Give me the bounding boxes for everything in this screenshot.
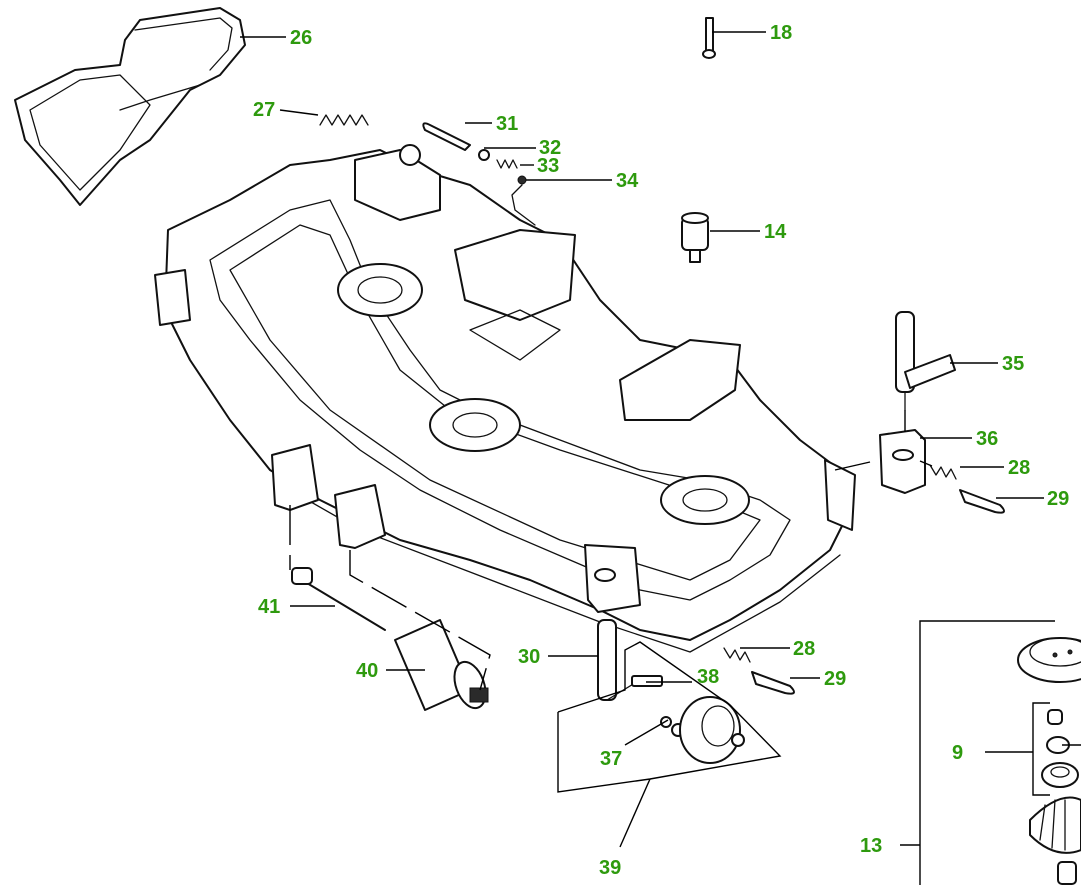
- bearing-set: [1041, 709, 1079, 788]
- discharge-chute: [14, 7, 246, 206]
- callout-36: 36: [976, 428, 998, 450]
- callout-14: 14: [764, 221, 787, 243]
- lynch-pin: [751, 489, 1005, 695]
- adjuster-spring: [723, 464, 957, 663]
- callout-18: 18: [770, 22, 792, 44]
- roller-shaft: [291, 567, 386, 631]
- callout-35: 35: [1002, 353, 1024, 375]
- callout-39: 39: [599, 857, 621, 879]
- callout-31: 31: [496, 113, 518, 135]
- deck-bolt: [702, 17, 716, 59]
- callout-32: 32: [539, 137, 561, 159]
- callout-26: 26: [290, 27, 312, 49]
- callout-13: 13: [860, 835, 882, 857]
- callout-28-upper: 28: [1008, 457, 1030, 479]
- callout-40: 40: [356, 660, 378, 682]
- group-brackets: [289, 410, 1081, 885]
- callout-34: 34: [616, 170, 639, 192]
- hair-pin-clip: [422, 122, 471, 151]
- callout-38: 38: [697, 666, 719, 688]
- arm-bracket: [879, 429, 926, 494]
- callout-37: 37: [600, 748, 622, 770]
- wheel-bolt: [631, 675, 663, 687]
- callout-33: 33: [537, 155, 559, 177]
- callout-labels: 26 18 27 31 32 33 34 14 35 36 28 29 41 4…: [253, 22, 1069, 879]
- callout-41: 41: [258, 596, 280, 618]
- spindle-pulley: [1017, 637, 1081, 683]
- spring: [496, 159, 518, 169]
- mower-deck: [154, 144, 856, 653]
- callout-27: 27: [253, 99, 275, 121]
- blade-housing: [1029, 796, 1081, 885]
- washer: [478, 149, 490, 161]
- spindle-stud: [681, 212, 709, 263]
- chute-spring: [319, 114, 369, 126]
- wheel-pin: [597, 619, 641, 701]
- callout-9: 9: [952, 742, 963, 764]
- callout-28-lower: 28: [793, 638, 815, 660]
- callout-30: 30: [518, 646, 540, 668]
- callout-29-lower: 29: [824, 668, 846, 690]
- gauge-wheel: [679, 696, 745, 764]
- leader-lines: [240, 31, 1044, 746]
- callout-29-upper: 29: [1047, 488, 1069, 510]
- deck-roller: [394, 619, 489, 711]
- gauge-wheel-arm: [895, 311, 956, 411]
